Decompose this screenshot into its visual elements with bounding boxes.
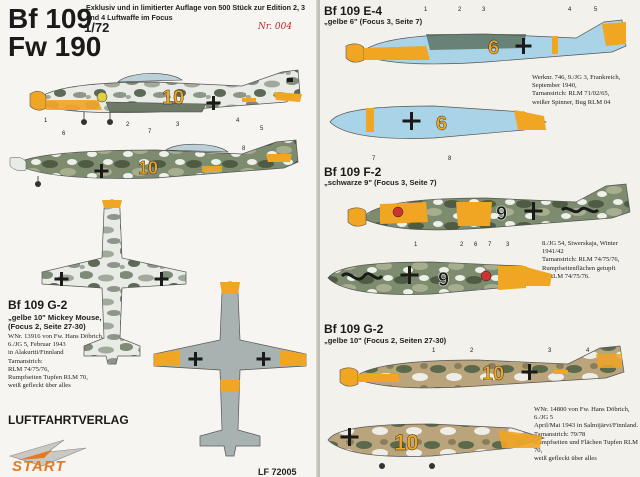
callout-r2-1: 1 — [414, 242, 418, 248]
intro-text: Exklusiv und in limitierter Auflage von … — [86, 3, 306, 22]
note-line: 6./JG 5, Februar 1943 — [8, 341, 66, 349]
callout-1: 1 — [44, 118, 48, 124]
handwritten-number: Nr. 004 — [258, 22, 293, 32]
note-line: Rumpfseiten und Flächen Tupfen RLM 70, — [534, 438, 639, 455]
left-section-subtitle-2: (Focus 2, Seite 27-30) — [8, 322, 86, 331]
note-line: in RLM 74/75/76. — [542, 272, 590, 280]
callout-r1-7: 7 — [372, 156, 376, 162]
callout-r1-8: 8 — [448, 156, 452, 162]
callout-r2-2: 2 — [460, 242, 464, 248]
note-line: WNr. 14800 von Fw. Hans Döbrich, 6./JG 5 — [534, 406, 630, 422]
aircraft-e4-lower: 6 — [329, 105, 547, 139]
note-line: WNr. 13916 von Fw. Hans Döbrich, — [8, 333, 104, 340]
callout-5: 5 — [260, 126, 264, 132]
note-line: Tarnanstrich: RLM 74/75/76, — [542, 256, 620, 264]
scale-label: 1/72 — [84, 20, 110, 35]
aircraft-g2-lower: 10 — [327, 423, 546, 469]
callout-r2-7: 7 — [488, 242, 492, 248]
right-section-2-subtitle: „schwarze 9" (Focus 3, Seite 7) — [324, 178, 437, 187]
note-line: weiß gefleckt über alles — [8, 382, 71, 390]
fuselage-number: 10 — [162, 87, 184, 109]
right-section-3-subtitle: „gelbe 10" (Focus 2, Seiten 27-30) — [324, 336, 447, 345]
fuselage-number-e4: 6 — [488, 37, 499, 59]
aircraft-side-view-2: 10 — [9, 139, 299, 187]
aircraft-g2-upper: 10 — [339, 345, 625, 389]
unit-emblem-icon — [392, 206, 404, 218]
start-logo-text: START — [12, 458, 66, 475]
callout-r1-1: 1 — [424, 7, 428, 13]
note-line: 8./JG 54, Siwerskaja, Winter 1941/42 — [542, 240, 618, 256]
aircraft-e4-upper: 6 — [345, 19, 627, 65]
note-line: RLM 74/75/76, — [8, 365, 50, 373]
left-section-title: Bf 109 G-2 — [8, 298, 68, 312]
callout-r3-3: 3 — [548, 348, 552, 354]
page-gutter — [316, 0, 322, 477]
publisher-name: LUFTFAHRTVERLAG — [8, 413, 129, 427]
callout-6: 6 — [62, 131, 66, 137]
callout-r1-2: 2 — [458, 7, 462, 13]
left-section-notes: WNr. 13916 von Fw. Hans Döbrich, 6./JG 5… — [8, 333, 148, 390]
note-line: weiß gefleckt über alles — [534, 455, 597, 463]
aircraft-f2-lower: 9 — [327, 261, 554, 295]
right-section-3-title: Bf 109 G-2 — [324, 322, 384, 336]
right-section-1-title: Bf 109 E-4 — [324, 4, 383, 18]
callout-r3-2: 2 — [470, 348, 474, 354]
callout-8: 8 — [242, 146, 246, 152]
note-line: Werknr. 746, 9./JG 3, Frankreich, — [532, 74, 621, 81]
right-page: Bf 109 E-4 „gelbe 6" (Focus 3, Seite 7) … — [320, 0, 640, 477]
left-page: Bf 109 1/72 Fw 190 Exklusiv und in limit… — [0, 0, 318, 477]
callout-2: 2 — [126, 122, 130, 128]
fuselage-number-2: 10 — [138, 158, 158, 178]
callout-r1-3: 3 — [482, 7, 486, 13]
aircraft-bottom-view — [153, 281, 307, 457]
note-line: Rumpfseitenflächen getupft — [542, 264, 616, 272]
note-line: September 1940, — [532, 82, 577, 90]
callout-r2-6: 6 — [474, 242, 478, 248]
callout-7: 7 — [148, 129, 152, 135]
note-line: Rumpfseiten Tupfen RLM 70, — [8, 374, 88, 382]
emblem-icon — [96, 91, 108, 103]
right-section-1-notes: Werknr. 746, 9./JG 3, Frankreich, Septem… — [532, 74, 640, 107]
right-section-3-notes: WNr. 14800 von Fw. Hans Döbrich, 6./JG 5… — [534, 406, 640, 463]
note-line: Tarnanstrich: RLM 71/02/65, — [532, 90, 610, 98]
callout-r1-5: 5 — [594, 7, 598, 13]
fuselage-number-g2-lower: 10 — [394, 430, 418, 455]
note-line: Tarnanstrich: — [8, 357, 43, 365]
callout-r3-4: 4 — [586, 348, 590, 354]
note-line: April/Mai 1943 in Salmijärvi/Finnland. — [534, 422, 639, 430]
callout-r3-1: 1 — [432, 348, 436, 354]
fuselage-number-f2: 9 — [496, 203, 507, 225]
callout-r1-4: 4 — [568, 7, 572, 13]
right-section-1-subtitle: „gelbe 6" (Focus 3, Seite 7) — [324, 17, 423, 26]
note-line: Tarnanstrich: 79/78 — [534, 430, 586, 438]
right-section-2-title: Bf 109 F-2 — [324, 165, 382, 179]
fuselage-number-e4-lower: 6 — [436, 113, 447, 135]
fuselage-number-g2: 10 — [482, 363, 504, 385]
callout-r2-3: 3 — [506, 242, 510, 248]
note-line: in Alakurtti/Finnland — [8, 349, 64, 357]
right-section-2-notes: 8./JG 54, Siwerskaja, Winter 1941/42 Tar… — [542, 240, 640, 281]
note-line: weißer Spinner, Bug RLM 04 — [532, 98, 611, 106]
main-title-line2: Fw 190 — [8, 31, 102, 62]
start-logo-icon — [8, 439, 87, 467]
aircraft-side-view-1: 10 — [29, 69, 302, 125]
main-title-line1: Bf 109 — [8, 3, 93, 34]
callout-4: 4 — [236, 118, 240, 124]
fuselage-number-f2-lower: 9 — [438, 269, 449, 291]
product-code: LF 72005 — [258, 467, 297, 477]
left-section-subtitle-1: „gelbe 10" Mickey Mouse, — [8, 313, 102, 322]
aircraft-top-view — [41, 199, 187, 365]
callout-3: 3 — [176, 122, 180, 128]
aircraft-f2-upper: 9 — [347, 183, 631, 231]
